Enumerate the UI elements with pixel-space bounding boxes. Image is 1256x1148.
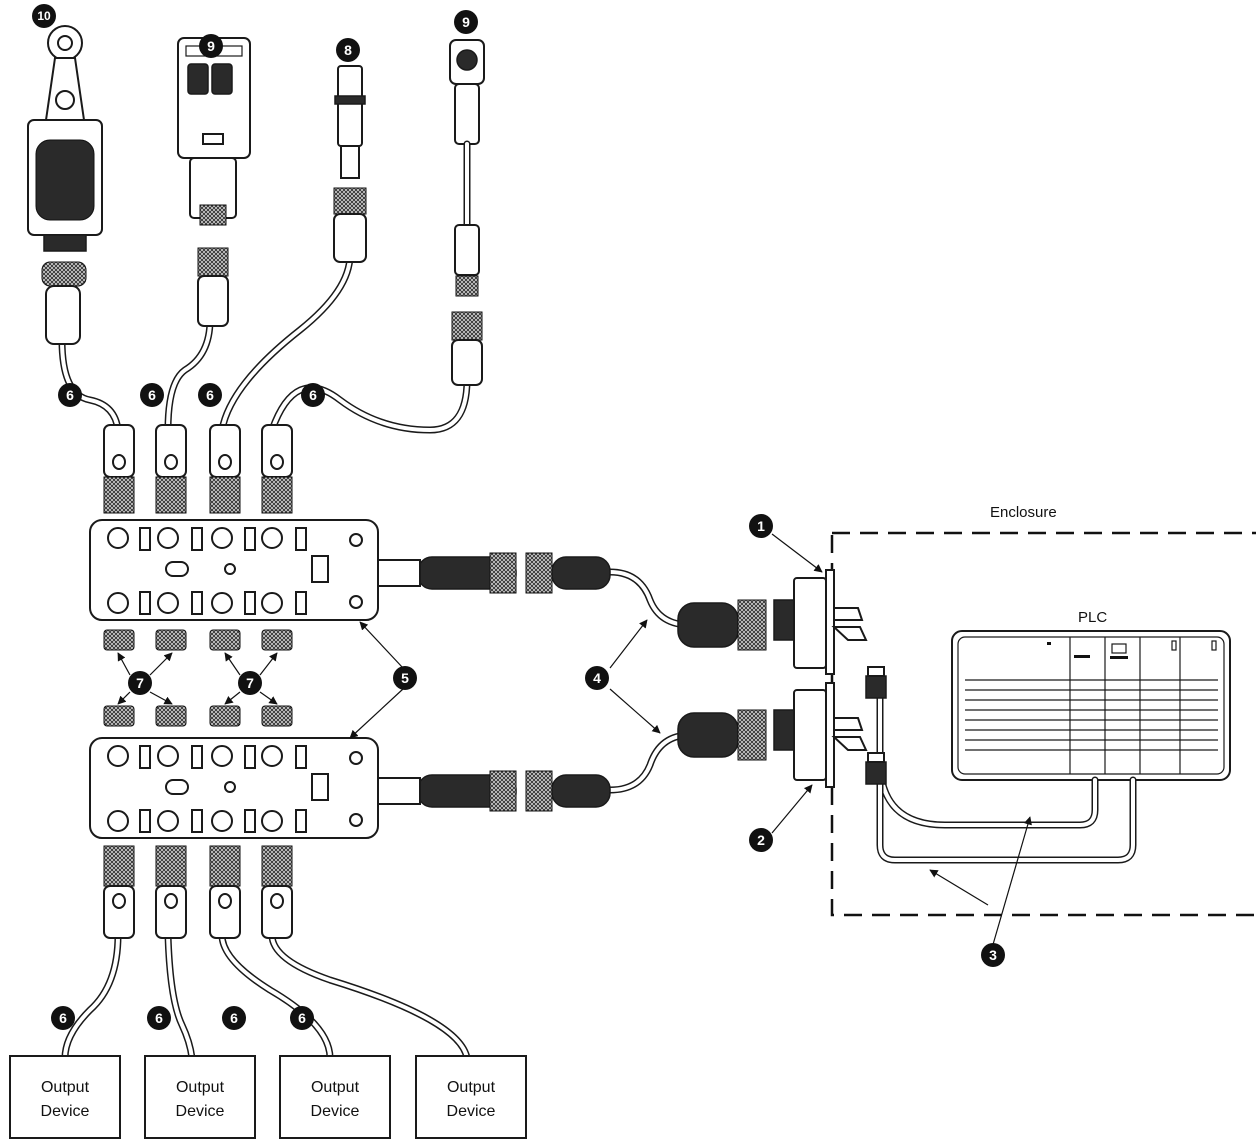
bulkhead-connector-1 xyxy=(773,569,887,699)
sensor-top-right xyxy=(449,39,485,386)
plc: PLC xyxy=(951,609,1231,781)
svg-text:6: 6 xyxy=(230,1010,238,1026)
callout-10: 10 xyxy=(32,4,56,28)
output-device-3: Output Device xyxy=(279,1055,391,1139)
output-device-4: Output Device xyxy=(415,1055,527,1139)
svg-text:6: 6 xyxy=(155,1010,163,1026)
output-device-label-line1: Output xyxy=(311,1079,360,1096)
output-device-label-line1: Output xyxy=(41,1079,90,1096)
limit-switch xyxy=(27,25,103,345)
callout-6: 6 xyxy=(222,1006,246,1030)
callout-3: 3 xyxy=(981,943,1005,967)
output-device-label-line2: Device xyxy=(41,1103,90,1120)
svg-text:10: 10 xyxy=(37,9,51,23)
callout-6: 6 xyxy=(301,383,325,407)
callout-7: 7 xyxy=(238,671,262,695)
svg-text:6: 6 xyxy=(298,1010,306,1026)
svg-text:9: 9 xyxy=(207,38,215,54)
callout-6: 6 xyxy=(51,1006,75,1030)
output-device-label-line2: Device xyxy=(447,1103,496,1120)
output-device-1: Output Device xyxy=(9,1055,121,1139)
svg-text:6: 6 xyxy=(148,387,156,403)
bulkhead-connector-2 xyxy=(773,682,887,788)
svg-text:2: 2 xyxy=(757,832,765,848)
callout-8: 8 xyxy=(336,38,360,62)
callout-9: 9 xyxy=(199,34,223,58)
svg-text:5: 5 xyxy=(401,670,409,686)
svg-text:7: 7 xyxy=(246,675,254,691)
lower-drop-cables xyxy=(61,931,471,1062)
svg-text:6: 6 xyxy=(66,387,74,403)
svg-text:8: 8 xyxy=(344,42,352,58)
distribution-box-upper xyxy=(89,519,421,621)
proximity-sensor xyxy=(333,65,367,263)
svg-text:3: 3 xyxy=(989,947,997,963)
dust-caps xyxy=(103,629,293,727)
callout-6: 6 xyxy=(290,1006,314,1030)
callout-1: 1 xyxy=(749,514,773,538)
svg-text:7: 7 xyxy=(136,675,144,691)
trunk-cable-lower xyxy=(417,709,767,812)
photoelectric-sensor xyxy=(177,37,251,327)
callout-6: 6 xyxy=(58,383,82,407)
callout-7: 7 xyxy=(128,671,152,695)
callout-6: 6 xyxy=(198,383,222,407)
trunk-cable-upper xyxy=(417,552,767,651)
svg-text:6: 6 xyxy=(59,1010,67,1026)
plc-label: PLC xyxy=(1078,609,1107,626)
enclosure-label: Enclosure xyxy=(990,504,1057,521)
output-device-label-line2: Device xyxy=(311,1103,360,1120)
callout-4: 4 xyxy=(585,666,609,690)
plc-vent-lines xyxy=(965,679,1218,751)
svg-text:6: 6 xyxy=(206,387,214,403)
upper-drop-cables xyxy=(58,251,471,434)
svg-text:9: 9 xyxy=(462,14,470,30)
callout-6: 6 xyxy=(140,383,164,407)
callout-5: 5 xyxy=(393,666,417,690)
output-device-label-line2: Device xyxy=(176,1103,225,1120)
upper-drop-connectors xyxy=(103,424,293,514)
distribution-box-lower xyxy=(89,737,421,839)
callout-9: 9 xyxy=(454,10,478,34)
svg-text:4: 4 xyxy=(593,670,601,686)
leader-lines xyxy=(117,533,1032,949)
callout-2: 2 xyxy=(749,828,773,852)
output-device-label-line1: Output xyxy=(176,1079,225,1096)
output-device-label-line1: Output xyxy=(447,1079,496,1096)
svg-text:6: 6 xyxy=(309,387,317,403)
svg-text:1: 1 xyxy=(757,518,765,534)
lower-drop-connectors xyxy=(103,845,293,939)
callout-6: 6 xyxy=(147,1006,171,1030)
output-device-2: Output Device xyxy=(144,1055,256,1139)
enclosure: Enclosure xyxy=(830,504,1256,917)
